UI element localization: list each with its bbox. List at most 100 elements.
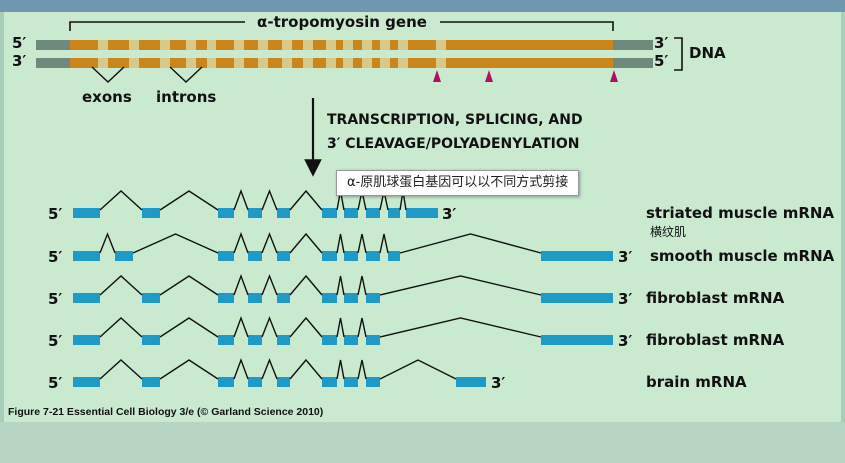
mrna-three-prime-label: 3′ xyxy=(491,374,505,392)
dna-exon-band xyxy=(129,58,139,68)
mrna-row-1: 5′3′ xyxy=(48,188,456,223)
dna-exon-band xyxy=(326,58,336,68)
mrna-splice-junction xyxy=(357,275,367,296)
polyadenylation-site-marker xyxy=(610,70,618,82)
mrna-rows: 5′3′5′3′5′3′5′3′5′3′ xyxy=(48,188,632,392)
mrna-splice-junction xyxy=(289,316,323,338)
process-label-line-1: TRANSCRIPTION, SPLICING, AND xyxy=(327,112,583,128)
mrna-splice-junction xyxy=(159,359,219,380)
mrna-splice-junction xyxy=(261,358,278,380)
mrna-exon xyxy=(344,208,358,218)
mrna-splice-junction xyxy=(289,274,323,296)
mrna-splice-junction xyxy=(336,317,345,338)
introns-label: introns xyxy=(156,88,216,106)
mrna-row-3: 5′ 3′ xyxy=(48,273,632,308)
mrna-exon xyxy=(248,208,262,218)
dna-gene-region xyxy=(70,58,613,68)
dna-exon-band xyxy=(362,40,372,50)
dna-exon-band xyxy=(258,58,268,68)
mrna-exon xyxy=(142,293,160,303)
mrna-exon xyxy=(218,335,234,345)
mrna-splice-junction xyxy=(233,188,249,211)
mrna-exon xyxy=(406,208,438,218)
dna-exon-band xyxy=(362,58,372,68)
mrna-splice-junction xyxy=(99,275,143,296)
mrna-three-prime-label: 3′ xyxy=(618,332,632,350)
polyadenylation-site-marker xyxy=(433,70,441,82)
dna-exon-band xyxy=(380,58,390,68)
strand1-left-end: 5′ xyxy=(12,34,26,52)
mrna-exon xyxy=(366,208,380,218)
mrna-exon xyxy=(322,251,337,261)
mrna-exon xyxy=(344,335,358,345)
mrna-exon xyxy=(277,208,290,218)
dna-flank-left xyxy=(36,40,70,50)
mrna-splice-junction xyxy=(336,275,345,296)
mrna-exon xyxy=(142,208,160,218)
dna-double-strand xyxy=(36,40,653,68)
mrna-splice-junction xyxy=(357,317,367,338)
mrna-exon xyxy=(73,208,100,218)
dna-label: DNA xyxy=(689,44,726,62)
mrna-exon xyxy=(73,293,100,303)
exon-intron-callouts xyxy=(91,66,203,83)
mrna-exon xyxy=(388,208,400,218)
mrna-exon xyxy=(366,293,380,303)
mrna-splice-junction xyxy=(132,233,219,254)
mrna-label-fibroblast-2: fibroblast mRNA xyxy=(646,331,785,349)
mrna-exon xyxy=(277,293,290,303)
dna-flank-right xyxy=(613,58,653,68)
mrna-exon xyxy=(73,251,100,261)
mrna-exon xyxy=(322,377,337,387)
mrna-exon xyxy=(218,293,234,303)
mrna-splice-junction xyxy=(99,232,116,254)
mrna-splice-junction xyxy=(233,231,249,254)
mrna-exon xyxy=(115,251,133,261)
mrna-splice-junction xyxy=(379,233,389,254)
mrna-label-smooth: smooth muscle mRNA xyxy=(650,247,835,265)
mrna-splice-junction xyxy=(289,232,323,254)
gene-title: α-tropomyosin gene xyxy=(257,13,427,31)
polyadenylation-site-marker xyxy=(485,70,493,82)
mrna-label-brain: brain mRNA xyxy=(646,373,747,391)
mrna-splice-junction xyxy=(357,233,367,254)
dna-exon-band xyxy=(282,40,292,50)
dna-exon-band xyxy=(326,40,336,50)
mrna-splice-junction xyxy=(289,189,323,211)
mrna-splice-junction xyxy=(379,317,542,338)
process-label-line-2: 3′ CLEAVAGE/POLYADENYLATION xyxy=(327,136,579,152)
dna-gene-region xyxy=(70,40,613,50)
window-top-bar xyxy=(0,0,845,12)
mrna-splice-junction xyxy=(159,275,219,296)
mrna-exon xyxy=(277,335,290,345)
mrna-exon xyxy=(218,251,234,261)
dna-exon-band xyxy=(380,40,390,50)
mrna-exon xyxy=(344,377,358,387)
mrna-five-prime-label: 5′ xyxy=(48,290,62,308)
dna-exon-band xyxy=(303,40,313,50)
translation-tooltip: α-原肌球蛋白基因可以以不同方式剪接 xyxy=(336,170,580,196)
mrna-splice-junction xyxy=(379,275,542,296)
mrna-exon xyxy=(366,335,380,345)
mrna-three-prime-label: 3′ xyxy=(618,290,632,308)
mrna-splice-junction xyxy=(261,232,278,254)
mrna-splice-junction xyxy=(233,273,249,296)
mrna-row-4: 5′3′ xyxy=(48,315,632,350)
mrna-splice-junction xyxy=(336,359,345,380)
mrna-exon xyxy=(277,251,290,261)
mrna-exon xyxy=(344,251,358,261)
dna-exon-band xyxy=(186,40,196,50)
dna-exon-band xyxy=(282,58,292,68)
mrna-splice-junction xyxy=(159,190,219,211)
dna-exon-band xyxy=(207,40,216,50)
dna-exon-band xyxy=(436,40,446,50)
dna-exon-band xyxy=(258,40,268,50)
dna-exon-band xyxy=(207,58,216,68)
mrna-three-prime-label: 3′ xyxy=(442,205,456,223)
mrna-label-fibroblast-1: fibroblast mRNA xyxy=(646,289,785,307)
mrna-exon xyxy=(388,251,400,261)
dna-exon-band xyxy=(129,40,139,50)
mrna-splice-junction xyxy=(261,189,278,211)
mrna-splice-junction xyxy=(233,357,249,380)
mrna-exon xyxy=(248,335,262,345)
